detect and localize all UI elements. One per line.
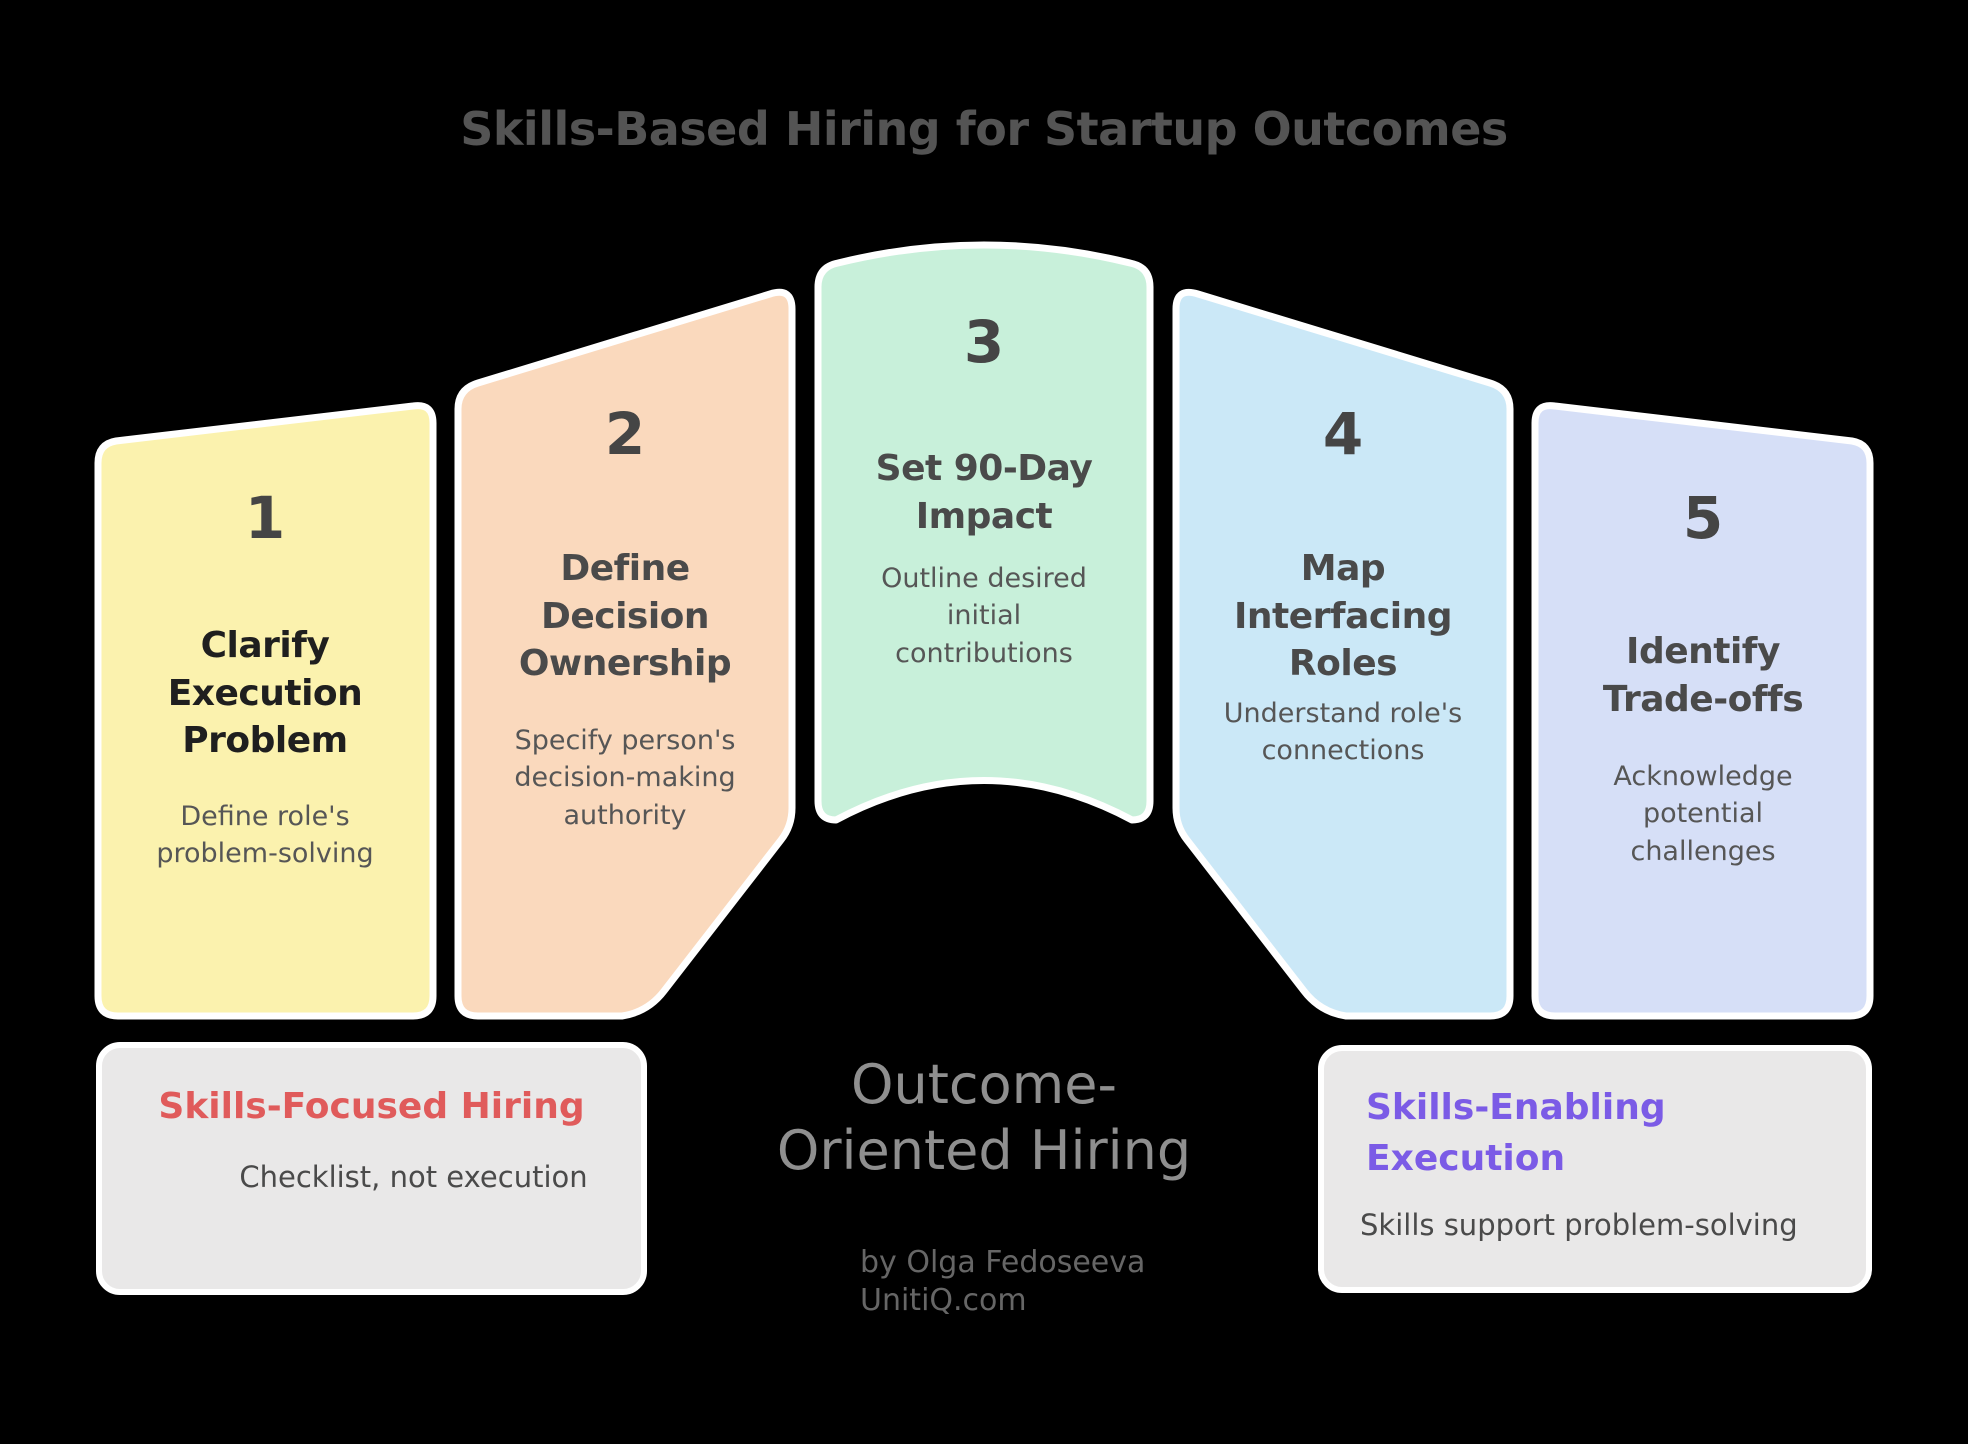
right-box-title: Skills-Enabling Execution xyxy=(1366,1087,1666,1180)
step-3-shape xyxy=(814,241,1154,824)
step-2-title: Define Decision Ownership xyxy=(518,548,732,685)
step-1-shape xyxy=(94,402,437,1020)
author-byline: by Olga Fedoseeva xyxy=(860,1245,1146,1280)
step-2-shape xyxy=(454,288,796,1020)
step-5-title: Identify Trade-offs xyxy=(1602,631,1804,720)
skills-enabling-execution-box xyxy=(1318,1045,1872,1293)
step-4-title: Map Interfacing Roles xyxy=(1234,548,1452,685)
outcome-oriented-hiring-label: Outcome- Oriented Hiring xyxy=(776,1053,1192,1182)
step-1-title: Clarify Execution Problem xyxy=(167,625,363,762)
step-3-title: Set 90-Day Impact xyxy=(875,448,1093,537)
step-4-subtitle: Understand role's connections xyxy=(1223,698,1463,767)
step-3-subtitle: Outline desired initial contributions xyxy=(881,563,1087,669)
right-box-subtitle: Skills support problem-solving xyxy=(1360,1208,1798,1242)
step-1-subtitle: Define role's problem-solving xyxy=(156,801,374,870)
step-4-shape xyxy=(1172,288,1514,1020)
step-2-number: 2 xyxy=(604,400,646,468)
page-title: Skills-Based Hiring for Startup Outcomes xyxy=(460,102,1508,156)
step-1-number: 1 xyxy=(244,484,286,552)
left-box-subtitle: Checklist, not execution xyxy=(239,1160,588,1194)
skills-focused-hiring-box xyxy=(96,1042,647,1295)
step-5-shape xyxy=(1531,402,1874,1020)
left-box-title: Skills-Focused Hiring xyxy=(158,1086,585,1127)
step-5-number: 5 xyxy=(1682,484,1724,552)
step-4-number: 4 xyxy=(1322,400,1364,468)
step-5-subtitle: Acknowledge potential challenges xyxy=(1613,761,1793,867)
site-credit: UnitiQ.com xyxy=(860,1283,1027,1318)
step-2-subtitle: Specify person's decision-making authori… xyxy=(514,725,736,831)
step-3-number: 3 xyxy=(963,308,1005,376)
